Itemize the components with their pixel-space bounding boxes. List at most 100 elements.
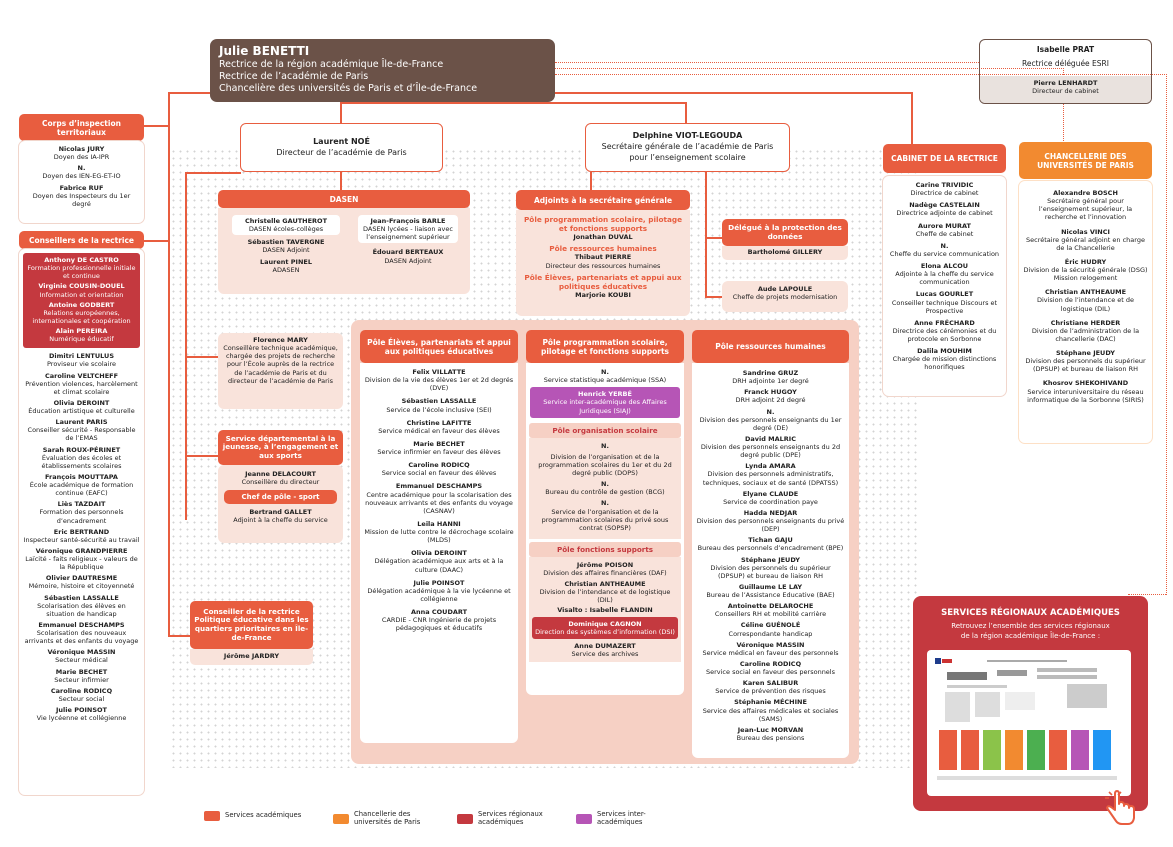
person-role: Inspecteur santé-sécurité au travail	[23, 535, 140, 544]
cabinet-title: CABINET DE LA RECTRICE	[891, 154, 998, 163]
person-name: Aude LAPOULE	[757, 285, 813, 293]
connector	[168, 92, 211, 94]
legend-label: Services régionaux académiques	[478, 810, 543, 826]
person-role: Formation des personnels d’encadrement	[39, 508, 124, 525]
person-role: Service de l’école inclusive (SEI)	[386, 405, 492, 414]
person-name: Henrick YERBÉ	[578, 390, 632, 399]
person-role: Information et orientation	[39, 290, 124, 299]
person-role: Secrétaire général adjoint en charge de …	[1026, 235, 1145, 252]
person-name: Eric BERTRAND	[53, 527, 110, 536]
person-role: Directeur des ressources humaines	[545, 261, 661, 270]
corps-title: Corps d’inspection	[42, 118, 121, 128]
connector	[168, 635, 190, 637]
person-role: Division des personnels enseignants du 2…	[700, 443, 841, 460]
person-role: Directrice des cérémonies et du protocol…	[892, 326, 997, 343]
sra-text: de la région académique Île-de-France :	[960, 631, 1101, 640]
connector	[143, 125, 169, 127]
regional-org-chart-thumbnail[interactable]	[927, 650, 1131, 796]
person-name: Julie POINSOT	[413, 578, 465, 587]
rh-header: Pôle ressources humaines	[692, 330, 849, 363]
person-role: Mission de lutte contre le décrochage sc…	[364, 528, 514, 545]
person-name: N.	[940, 241, 949, 250]
person-role: Division de la sécurité générale (DSG) M…	[1023, 266, 1148, 283]
dasen-header: DASEN	[218, 190, 470, 208]
org-panel: N. Division de l’organisation et de la p…	[529, 437, 681, 539]
person-name: Jérôme JARDRY	[223, 652, 280, 660]
person-role: Évaluation des écoles et établissements …	[41, 453, 122, 470]
person-name: Fabrice RUF	[59, 183, 104, 192]
person-role: Cheffe du service communication	[889, 249, 1000, 258]
sport-chef-title: Chef de pôle - sport	[241, 493, 320, 502]
person-entry: N.Division des personnels enseignants du…	[696, 408, 845, 432]
person-role: Secteur social	[58, 694, 105, 703]
connector	[555, 92, 912, 94]
person-name: Éric HUDRY	[1064, 257, 1107, 266]
person-role: Division des affaires financières (DAF)	[543, 569, 667, 577]
connector	[185, 356, 218, 358]
person-role: Conseiller technique Discours et Prospec…	[891, 298, 998, 315]
person-name: Virginie COUSIN-DOUEL	[38, 282, 125, 291]
person-role: DASEN Adjoint	[262, 246, 310, 255]
mary-card: Florence MARY Conseillère technique acad…	[218, 333, 343, 409]
dpo-title: Délégué à la protection des données	[728, 222, 842, 241]
connector	[185, 172, 241, 174]
person-name: Sébastien LASSALLE	[44, 593, 119, 602]
pointer-hand-icon[interactable]	[1103, 788, 1139, 828]
person-name: Caroline RODICQ	[408, 461, 470, 470]
person-name: Alexandre BOSCH	[1053, 189, 1118, 197]
rectrice-name: Julie BENETTI	[219, 44, 310, 58]
person-role: Bureau du contrôle de gestion (BCG)	[545, 488, 665, 497]
viot-role: pour l’enseignement scolaire	[629, 152, 746, 162]
person-role: Relations européennes, internationales e…	[32, 308, 131, 325]
person-name: Véronique MASSIN	[47, 648, 116, 657]
conseillers-title: Conseillers de la rectrice	[28, 235, 135, 245]
person-name: Sébastien TAVERGNE	[247, 238, 325, 247]
person-name: Nicolas JURY	[58, 145, 105, 153]
dpo-header: Délégué à la protection des données	[722, 219, 848, 246]
rh-title: Pôle ressources humaines	[715, 342, 826, 351]
legend-item: Chancellerie des universités de Paris	[333, 810, 429, 827]
person-name: Jérôme POISON	[576, 560, 634, 569]
person-role: Division des personnels enseignants du p…	[696, 517, 845, 534]
person-name: Thibaut PIERRE	[574, 253, 632, 262]
person-name: Elyane CLAUDE	[742, 489, 799, 498]
person-name: Elona ALCOU	[920, 262, 969, 270]
corps-title: territoriaux	[57, 127, 106, 137]
person-role: Service statistique académique (SSA)	[543, 376, 667, 385]
connector	[705, 237, 723, 239]
sport-chef-header: Chef de pôle - sport	[224, 490, 337, 505]
person-name: Antoinette DELAROCHE	[727, 602, 814, 611]
person-role: Cheffe de projets modernisation	[732, 293, 838, 302]
person-role: Bureau des pensions	[736, 733, 805, 742]
person-name: N.	[601, 441, 609, 450]
connector	[168, 92, 170, 635]
person-role: Division de l’intendance et de logistiqu…	[1036, 296, 1135, 313]
person-role: Division des personnels du supérieur (DP…	[1025, 357, 1146, 374]
person-role: Directrice de cabinet	[910, 189, 979, 198]
person-name: Dalila MOUHIM	[917, 347, 972, 356]
person-role: Scolarisation des élèves en situation de…	[37, 601, 126, 618]
